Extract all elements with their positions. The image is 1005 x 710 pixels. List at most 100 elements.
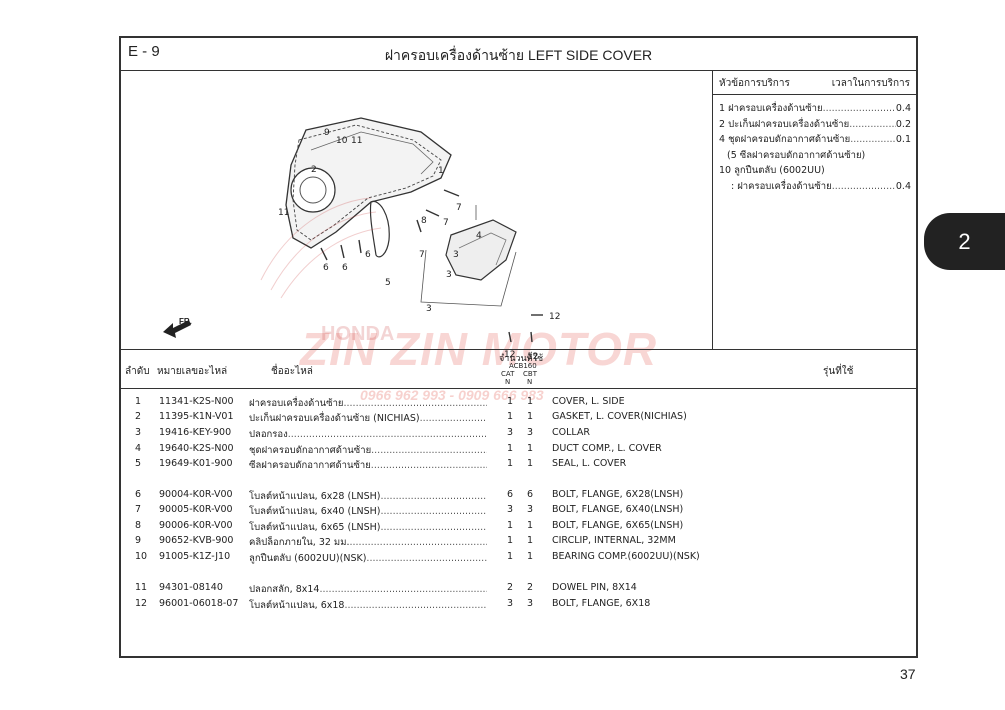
row-no: 11: [135, 582, 148, 593]
row-part-name-en: SEAL, L. COVER: [552, 458, 627, 469]
diagram-callout: 2: [311, 165, 317, 175]
row-qty-cat: 1: [507, 551, 514, 562]
row-part-number: 90652-KVB-900: [159, 535, 234, 546]
service-line-value: 0.4: [895, 180, 911, 192]
leader-dots: [832, 179, 896, 195]
service-line: (5 ซีลฝาครอบดักอากาศด้านซ้าย): [719, 148, 911, 164]
cover-inner-line: [310, 131, 434, 175]
service-line-text: 10 ลูกปืนตลับ (6002UU): [719, 165, 825, 176]
duct-group-bracket: [420, 249, 517, 307]
diagram-callout: 12: [527, 352, 539, 362]
diagram-callout: 7: [443, 218, 449, 228]
row-no: 1: [135, 396, 142, 407]
row-qty-cbt: 1: [527, 535, 534, 546]
diagram-callout: 3: [446, 270, 452, 280]
row-qty-cbt: 1: [527, 411, 534, 422]
diagram-callout: 1: [438, 166, 444, 176]
front-arrow-label: FR.: [179, 317, 192, 326]
row-part-name-en: DUCT COMP., L. COVER: [552, 443, 662, 454]
row-qty-cat: 1: [507, 411, 514, 422]
row-part-name-th: ชุดฝาครอบดักอากาศด้านซ้าย: [249, 443, 487, 458]
section-code: E - 9: [128, 43, 160, 60]
col-cat: CAT: [501, 370, 515, 378]
row-qty-cbt: 1: [527, 520, 534, 531]
diagram-callout: 7: [456, 203, 462, 213]
row-part-name-en: COLLAR: [552, 427, 591, 438]
row-part-name-en: DOWEL PIN, 8X14: [552, 582, 637, 593]
service-line-text: (5 ซีลฝาครอบดักอากาศด้านซ้าย): [727, 149, 866, 161]
row-part-name-th: ปลอกสลัก, 8x14: [249, 582, 487, 597]
service-line-text: 2 ปะเก็นฝาครอบเครื่องด้านซ้าย: [719, 118, 850, 130]
row-part-name-en: BOLT, FLANGE, 6X40(LNSH): [552, 504, 684, 515]
row-qty-cbt: 3: [527, 598, 534, 609]
row-part-number: 91005-K1Z-J10: [159, 551, 231, 562]
page-header: E - 9 ฝาครอบเครื่องด้านซ้าย LEFT SIDE CO…: [121, 38, 916, 71]
chapter-tab: 2: [924, 213, 1005, 270]
row-part-name-th: ปะเก็นฝาครอบเครื่องด้านซ้าย (NICHIAS): [249, 411, 487, 426]
diagram-callout: 11: [351, 136, 363, 146]
service-line: 10 ลูกปืนตลับ (6002UU): [719, 163, 911, 179]
row-part-name-th: คลิปล็อกภายใน, 32 มม.: [249, 535, 487, 550]
diagram-callout: 11: [278, 208, 290, 218]
row-part-number: 96001-06018-07: [159, 598, 239, 609]
row-qty-cat: 1: [507, 396, 514, 407]
col-model: ACB160: [509, 362, 537, 370]
col-usage: รุ่นที่ใช้: [823, 366, 854, 377]
honda-word-watermark: HONDA: [321, 323, 394, 345]
row-qty-cat: 1: [507, 443, 514, 454]
diagram-svg: HONDA: [163, 117, 543, 345]
bearing-opening: [290, 167, 336, 213]
row-part-name-en: BOLT, FLANGE, 6X18: [552, 598, 651, 609]
service-line-value: 0.2: [895, 118, 911, 130]
duct-cover-shape: [445, 219, 517, 281]
row-part-name-th: โบลต์หน้าแปลน, 6x18: [249, 598, 487, 613]
bolt-group: [320, 189, 543, 343]
leader-dots: [849, 117, 896, 133]
row-part-number: 94301-08140: [159, 582, 223, 593]
service-time-panel: หัวข้อการบริการ เวลาในการบริการ 1 ฝาครอบ…: [713, 70, 916, 350]
row-qty-cbt: 3: [527, 427, 534, 438]
table-row: 519649-K01-900ซีลฝาครอบดักอากาศด้านซ้าย1…: [121, 458, 916, 473]
row-part-name-th: ปลอกรอง: [249, 427, 487, 442]
seal-shape: [369, 200, 390, 258]
row-part-number: 11395-K1N-V01: [159, 411, 234, 422]
service-time-list: 1 ฝาครอบเครื่องด้านซ้าย0.4 2 ปะเก็นฝาครอ…: [713, 95, 916, 194]
row-part-name-th: ซีลฝาครอบดักอากาศด้านซ้าย: [249, 458, 487, 473]
diagram-callout: 10: [336, 136, 348, 146]
col-cbt: CBT: [523, 370, 537, 378]
parts-table-header: ลำดับ หมายเลขอะไหล่ ชื่ออะไหล่ จำนวนที่ใ…: [121, 350, 916, 389]
row-qty-cbt: 1: [527, 458, 534, 469]
row-qty-cat: 3: [507, 598, 514, 609]
leader-dots: [850, 132, 896, 148]
service-time-label: เวลาในการบริการ: [831, 78, 910, 89]
service-line-text: : ฝาครอบเครื่องด้านซ้าย: [731, 180, 832, 192]
col-part-name: ชื่ออะไหล่: [271, 366, 313, 377]
row-part-name-en: BOLT, FLANGE, 6X28(LNSH): [552, 489, 684, 500]
diagram-callout: 6: [365, 250, 371, 260]
row-part-name-en: BEARING COMP.(6002UU)(NSK): [552, 551, 700, 562]
row-no: 4: [135, 443, 142, 454]
diagram-callout: 9: [324, 128, 330, 138]
row-part-name-th: โบลต์หน้าแปลน, 6x28 (LNSH): [249, 489, 487, 504]
service-line-text: 4 ชุดฝาครอบดักอากาศด้านซ้าย: [719, 134, 851, 145]
row-no: 5: [135, 458, 142, 469]
row-part-name-th: โบลต์หน้าแปลน, 6x40 (LNSH): [249, 504, 487, 519]
diagram-callout: 7: [419, 250, 425, 260]
page-number: 37: [900, 666, 916, 682]
gasket-shape: [292, 124, 442, 241]
row-part-name-th: ฝาครอบเครื่องด้านซ้าย: [249, 396, 487, 411]
diagram-callout: 3: [426, 304, 432, 314]
table-row: 419640-K2S-N00ชุดฝาครอบดักอากาศด้านซ้าย1…: [121, 443, 916, 458]
service-time-header: หัวข้อการบริการ เวลาในการบริการ: [713, 70, 916, 95]
duct-cover-detail: [458, 232, 507, 266]
parts-page-frame: E - 9 ฝาครอบเครื่องด้านซ้าย LEFT SIDE CO…: [119, 36, 918, 658]
row-part-name-en: CIRCLIP, INTERNAL, 32MM: [552, 535, 676, 546]
